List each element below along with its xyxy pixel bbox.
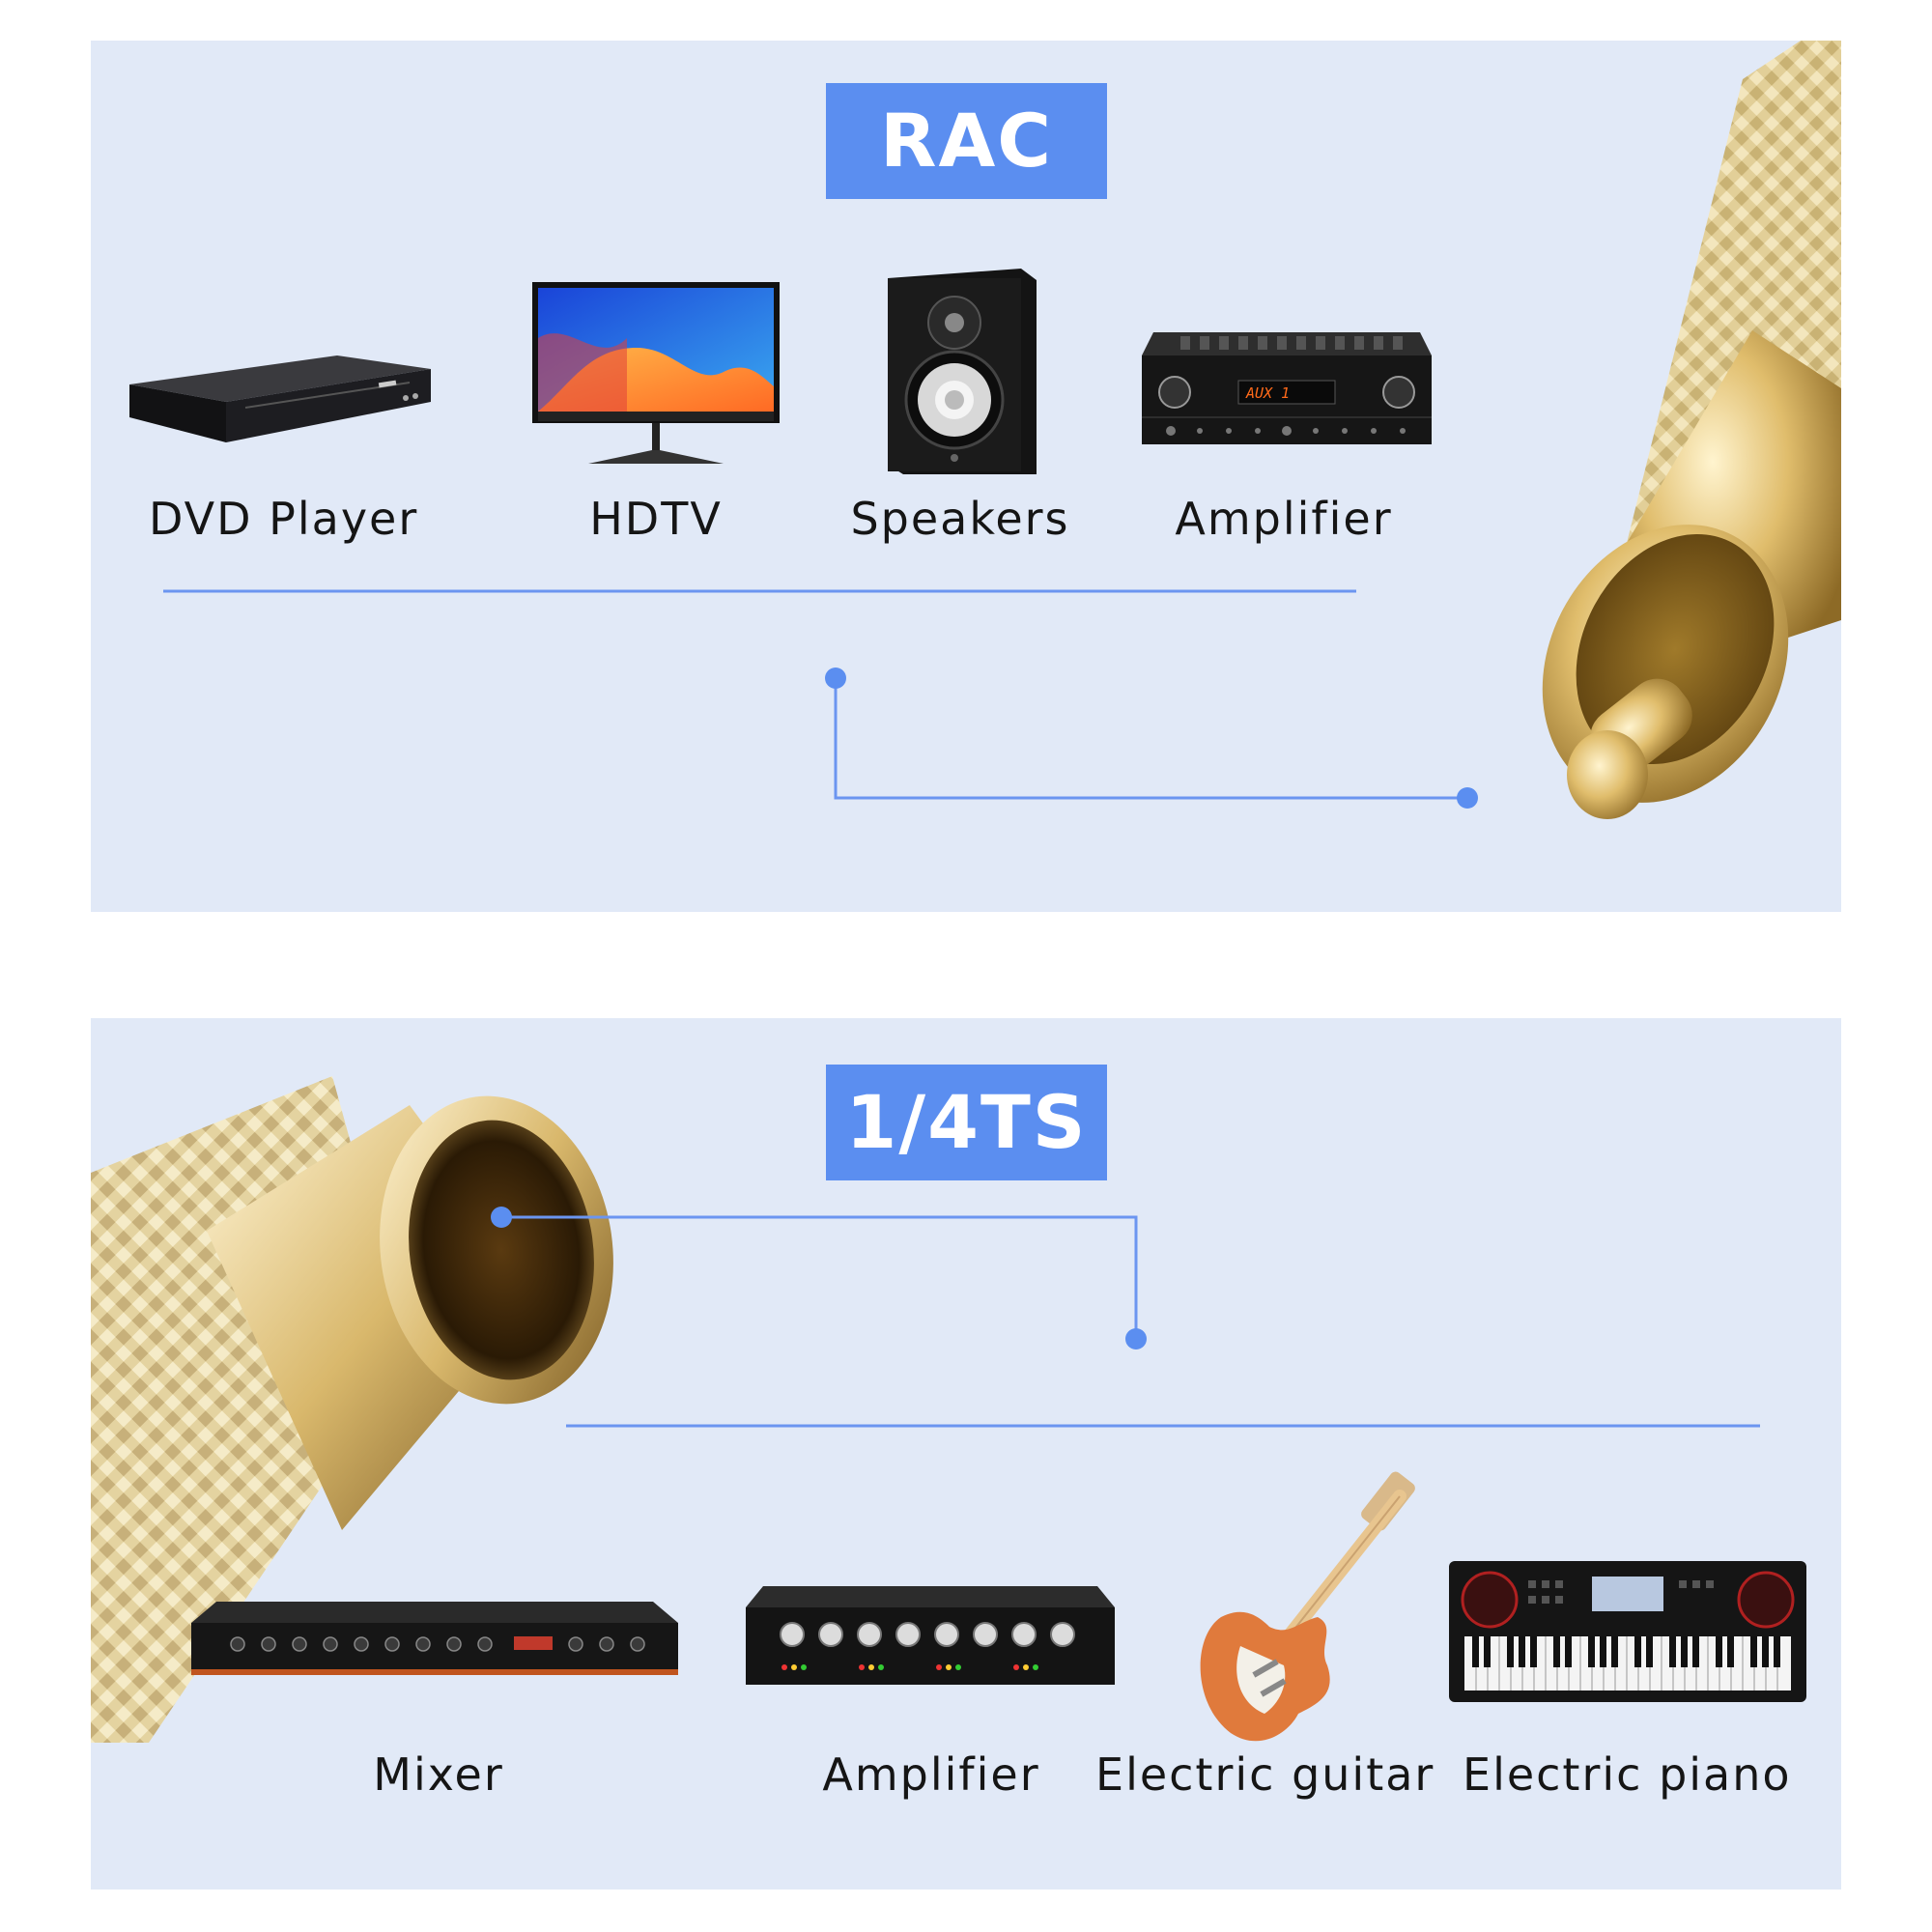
rca-panel: RAC DVD Player HDTV <box>91 41 1841 912</box>
amp-display-text: AUX 1 <box>1245 384 1290 402</box>
connector-dot <box>1125 1328 1147 1350</box>
device-label-hdtv: HDTV <box>589 493 723 545</box>
device-label-amplifier: Amplifier <box>1175 493 1393 545</box>
device-label-rack-amplifier: Amplifier <box>822 1748 1040 1801</box>
connector-dot <box>1457 787 1478 809</box>
rca-connector-lines <box>163 589 1478 809</box>
device-label-speakers: Speakers <box>850 493 1070 545</box>
dvd-player-icon <box>129 355 431 442</box>
device-label-mixer: Mixer <box>373 1748 504 1801</box>
rack-amplifier-icon <box>746 1586 1115 1685</box>
device-label-electric-piano: Electric piano <box>1463 1748 1792 1801</box>
ts-title-badge: 1/4TS <box>826 1065 1107 1180</box>
rca-title-badge: RAC <box>826 83 1107 199</box>
device-label-electric-guitar: Electric guitar <box>1095 1748 1435 1801</box>
device-label-dvd-player: DVD Player <box>149 493 419 545</box>
speaker-icon <box>888 269 1037 474</box>
rack-mixer-icon <box>191 1602 678 1675</box>
rca-plug-icon <box>1542 41 1841 819</box>
av-receiver-icon: AUX 1 <box>1142 332 1432 444</box>
ts-panel: 1/4TS <box>91 1018 1841 1889</box>
ts-connector-lines <box>491 1207 1760 1428</box>
electric-guitar-icon <box>1200 1471 1415 1742</box>
quarter-inch-jack-icon <box>91 1076 613 1743</box>
connector-dot <box>825 668 846 689</box>
keyboard-icon <box>1449 1561 1806 1702</box>
monitor-icon <box>532 282 780 464</box>
connector-dot <box>491 1207 512 1228</box>
